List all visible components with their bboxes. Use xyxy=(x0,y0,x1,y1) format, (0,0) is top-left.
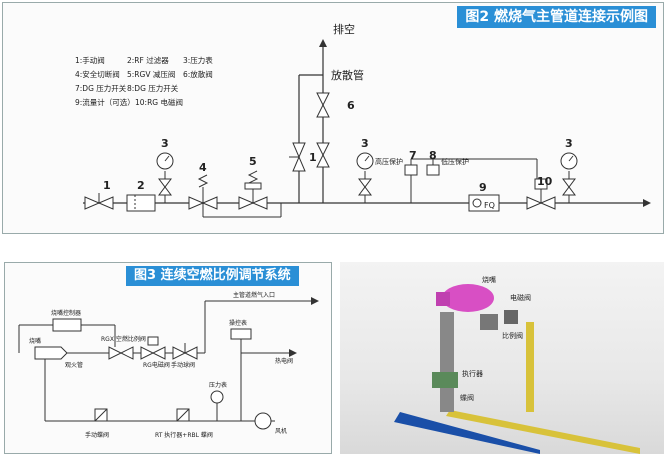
burner-3d-render: 烧嘴 电磁阀 比例阀 执行器 蝶阀 xyxy=(340,262,664,454)
legend-row-4: 9:流量计（可选）10:RG 电磁阀 xyxy=(75,98,183,107)
burner-symbol xyxy=(34,346,68,360)
num-3b: 3 xyxy=(361,137,369,150)
proportional-body xyxy=(480,314,498,330)
legend-row-3: 7:DG 压力开关8:DG 压力开关 xyxy=(75,84,179,93)
num-4: 4 xyxy=(199,161,207,174)
num-6: 6 xyxy=(347,99,355,112)
num-10: 10 xyxy=(537,175,553,188)
manual-valve-1 xyxy=(84,193,114,210)
figure3-title: 图3 连续空燃比例调节系统 xyxy=(126,266,299,286)
num-7: 7 xyxy=(409,149,417,162)
vertical-pipe xyxy=(440,312,454,412)
exhaust-label: 排空 xyxy=(333,22,355,36)
figure2-panel: 排空 放散管 高压保护 低压保护 FQ 1 2 3 4 5 1 6 3 7 8 … xyxy=(2,2,664,234)
figure2-diagram: 排空 放散管 高压保护 低压保护 FQ 1 2 3 4 5 1 6 3 7 8 … xyxy=(83,22,651,218)
manual-valve-1b xyxy=(289,142,306,172)
fig3-pressure-gauge-label: 压力表 xyxy=(209,381,227,389)
solenoid-valve-10 xyxy=(526,178,556,210)
gas-pipe xyxy=(446,410,640,454)
fig3-fan: 风机 xyxy=(275,427,287,435)
fig3-observation: 观火管 xyxy=(65,361,83,369)
manual-ball-valve xyxy=(172,343,198,360)
reducer-valve-5 xyxy=(238,170,268,210)
fig3-manual-butterfly: 手动蝶阀 xyxy=(85,431,109,439)
burner-head xyxy=(442,284,494,312)
fig3-hot-air: 热电阀 xyxy=(275,357,293,365)
num-1b: 1 xyxy=(309,151,317,164)
air-pipe xyxy=(394,412,540,454)
burner-controller-box xyxy=(52,318,82,332)
vent-pipe-label: 放散管 xyxy=(331,68,364,82)
figure3-diagram: 主管道燃气入口 烧嘴控制器 烧嘴 观火管 RGX 空燃比例阀 RG电磁阀 手动球… xyxy=(18,291,319,439)
fig3-rgx: RGX 空燃比例阀 xyxy=(101,335,146,343)
num-3a: 3 xyxy=(161,137,169,150)
pressure-gauge-3a xyxy=(156,152,174,203)
rg-solenoid xyxy=(140,336,166,360)
figure2-title: 图2 燃烧气主管道连接示例图 xyxy=(457,6,656,28)
render-butterfly-label: 蝶阀 xyxy=(460,393,474,402)
fig3-pressure-gauge xyxy=(210,390,224,404)
fan-symbol xyxy=(254,412,272,430)
render-actuator-label: 执行器 xyxy=(462,369,483,378)
solenoid-body xyxy=(504,310,518,324)
rgx-valve xyxy=(108,346,134,360)
num-2: 2 xyxy=(137,179,145,192)
high-pressure-label: 高压保护 xyxy=(375,157,403,166)
pressure-gauge-3b xyxy=(356,152,374,203)
num-9: 9 xyxy=(479,181,487,194)
render-proportional-label: 比例阀 xyxy=(502,331,523,340)
pressure-switch-8 xyxy=(426,164,440,176)
safety-valve-4 xyxy=(188,174,218,210)
vent-valve-6 xyxy=(316,92,330,168)
fig3-main-gas-inlet: 主管道燃气入口 xyxy=(233,291,275,299)
fig3-manual-ball: 手动球阀 xyxy=(171,361,195,369)
num-3c: 3 xyxy=(565,137,573,150)
control-box xyxy=(230,328,252,340)
pressure-switch-7 xyxy=(404,164,418,176)
fig3-control-box: 操控表 xyxy=(229,319,247,327)
filter-2 xyxy=(126,194,156,212)
render-burner-label: 烧嘴 xyxy=(482,275,496,284)
flowmeter-9 xyxy=(468,194,500,212)
render-illustration: 烧嘴 电磁阀 比例阀 执行器 蝶阀 xyxy=(394,275,640,454)
pressure-gauge-3c xyxy=(560,152,578,203)
fq-label: FQ xyxy=(484,201,495,210)
num-5: 5 xyxy=(249,155,257,168)
actuator-body xyxy=(432,372,458,388)
fig3-solenoid: RG电磁阀 xyxy=(143,361,170,369)
fig3-actuator: RT 执行器+RBL 蝶阀 xyxy=(155,431,213,439)
fig3-burner-controller: 烧嘴控制器 xyxy=(51,309,81,317)
fig3-burner: 烧嘴 xyxy=(29,337,41,345)
low-pressure-label: 低压保护 xyxy=(441,157,469,166)
figure3-panel: 主管道燃气入口 烧嘴控制器 烧嘴 观火管 RGX 空燃比例阀 RG电磁阀 手动球… xyxy=(4,262,332,454)
num-8: 8 xyxy=(429,149,437,162)
num-1a: 1 xyxy=(103,179,111,192)
render-solenoid-label: 电磁阀 xyxy=(510,293,531,302)
